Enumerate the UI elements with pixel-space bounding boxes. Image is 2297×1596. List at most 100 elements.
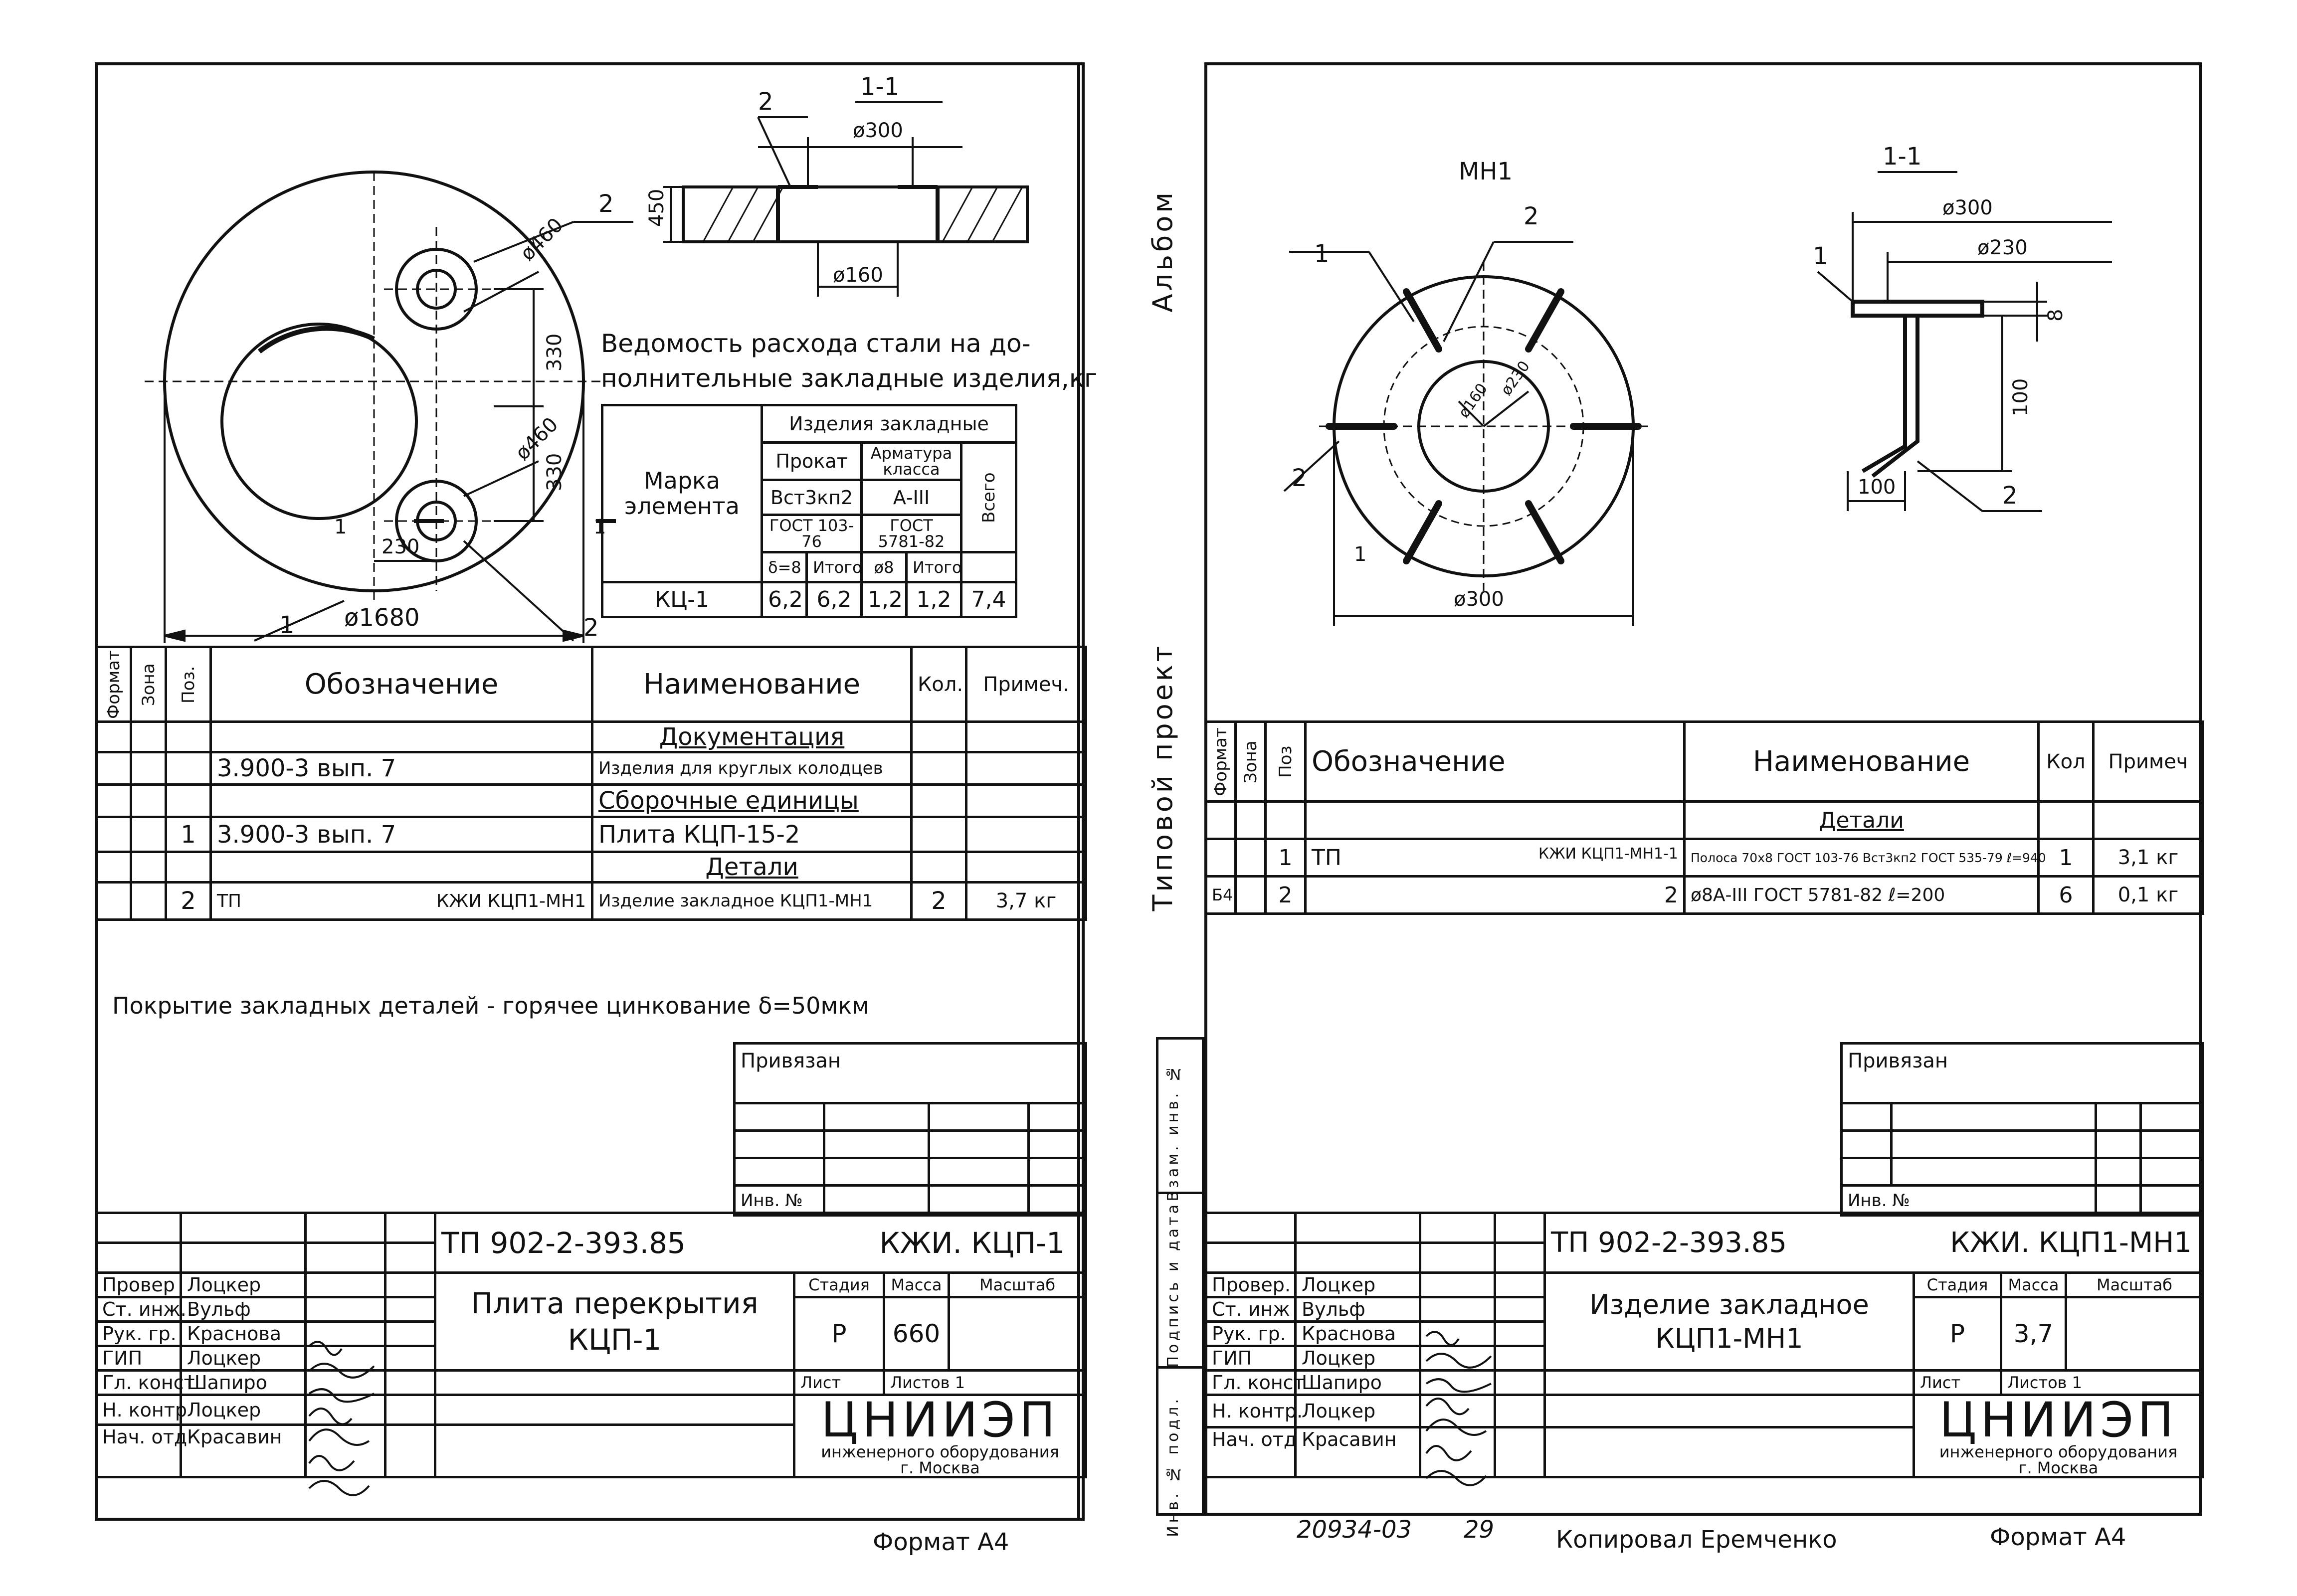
right-scale-h: Масштаб xyxy=(2065,1271,2204,1298)
left-steel-v2: 6,2 xyxy=(805,581,863,618)
left-pos2-top: 2 xyxy=(598,190,614,218)
left-name-3: Лоцкер xyxy=(180,1345,307,1372)
left-section-title: 1-1 xyxy=(860,73,899,101)
right-code: ТП 902-2-393.85 xyxy=(1551,1227,1787,1259)
right-side-album: Альбом xyxy=(1147,189,1178,313)
left-steel-h-total1: Итого xyxy=(805,551,863,583)
right-spec-h-desig: Обозначение xyxy=(1304,720,1686,803)
right-stage: Р xyxy=(1913,1296,2002,1372)
right-spec-r1-note: 3,1 кг xyxy=(2092,838,2204,878)
left-role-3: ГИП xyxy=(95,1345,182,1372)
left-role-5: Н. контр xyxy=(95,1393,187,1426)
left-spec-sec-docs: Документация xyxy=(591,720,913,753)
left-spec-h-desig: Обозначение xyxy=(209,646,593,723)
right-spec-h-qty: Кол xyxy=(2037,720,2095,803)
left-bound-block: Привязан Инв. № xyxy=(733,1042,1088,1217)
right-sheets-h: Листов 1 xyxy=(2000,1369,2204,1396)
right-pos1: 1 xyxy=(1314,240,1330,268)
right-role-2: Рук. гр. xyxy=(1204,1320,1297,1347)
left-role-0: Провер xyxy=(95,1271,182,1298)
left-steel-h-d8: δ=8 xyxy=(761,551,808,583)
left-spec-h-qty: Кол. xyxy=(910,646,967,723)
right-sec-mark: 1 xyxy=(1354,543,1366,566)
right-dim-d300: ø300 xyxy=(1942,196,1993,219)
left-steel-v3: 1,2 xyxy=(860,581,908,618)
right-name-4: Шапиро xyxy=(1294,1369,1421,1396)
left-spec-r3-desig-a: ТП xyxy=(217,890,242,911)
left-spec-table: Формат Зона Поз. Обозначение Наименовани… xyxy=(95,646,1087,921)
right-copied: Копировал Еремченко xyxy=(1556,1526,1837,1554)
left-doc: КЖИ. КЦП-1 xyxy=(879,1226,1065,1260)
left-steel-h-phi8: ø8 xyxy=(860,551,908,583)
right-spec-r1-name: Полоса 70х8 ГОСТ 103-76 Вст3кп2 ГОСТ 535… xyxy=(1683,838,2046,878)
left-dim-330a: 330 xyxy=(543,334,566,371)
left-scale-h: Масштаб xyxy=(947,1271,1088,1298)
right-spec-r2-name: ø8А-III ГОСТ 5781-82 ℓ=200 xyxy=(1683,875,2040,915)
left-sec-pos2: 2 xyxy=(758,88,773,116)
right-side-project: Типовой проект xyxy=(1147,643,1178,911)
right-spec-r2-qty: 6 xyxy=(2037,875,2095,915)
left-role-1: Ст. инж. xyxy=(95,1296,187,1323)
right-side-div1 xyxy=(1156,1192,1204,1194)
right-mass: 3,7 xyxy=(2000,1296,2067,1372)
left-spec-sec-parts: Детали xyxy=(591,851,913,884)
left-format: Формат А4 xyxy=(873,1528,1009,1556)
right-name-6: Красавин xyxy=(1294,1426,1421,1478)
right-spec-r2-format: Б4 xyxy=(1204,875,1237,915)
left-stage-h: Стадия xyxy=(793,1271,885,1298)
right-spec-sec-parts: Детали xyxy=(1683,800,2040,840)
right-bound-block: Привязан Инв. № xyxy=(1840,1042,2205,1217)
left-dim-d160: ø160 xyxy=(833,264,883,287)
left-sheet-h: Лист xyxy=(793,1369,885,1396)
left-steel-h-gost2: ГОСТ 5781-82 xyxy=(860,514,962,553)
left-steel-row-mark: КЦ-1 xyxy=(601,581,763,618)
right-sheet-h: Лист xyxy=(1913,1369,2002,1396)
left-role-6: Нач. отд xyxy=(95,1423,187,1478)
right-doc: КЖИ. КЦП1-МН1 xyxy=(1950,1227,2192,1259)
left-dim-d300: ø300 xyxy=(853,119,903,142)
left-mass-h: Масса xyxy=(883,1271,950,1298)
right-section-title: 1-1 xyxy=(1883,143,1921,171)
left-spec-h-note: Примеч. xyxy=(965,646,1087,723)
left-spec-r2-desig: 3.900-3 вып. 7 xyxy=(209,816,593,853)
left-org-3: г. Москва xyxy=(900,1458,980,1477)
right-title-1: Изделие закладное xyxy=(1589,1289,1869,1320)
right-drawing: МН1 1-1 ø300 ø230 8 100 100 1 2 ø300 ø16… xyxy=(1283,143,2112,626)
left-org: ЦНИИЭП xyxy=(821,1392,1059,1448)
left-spec-h-zone: Зона xyxy=(131,647,166,722)
left-stage: Р xyxy=(793,1296,885,1372)
right-name-1: Вульф xyxy=(1294,1296,1421,1323)
right-spec-r2-pos: 2 xyxy=(1264,875,1307,915)
left-spec-h-name: Наименование xyxy=(591,646,913,723)
right-dim-d300b: ø300 xyxy=(1454,588,1504,611)
right-role-3: ГИП xyxy=(1204,1345,1297,1372)
left-drawing: 1-1 ø300 450 ø160 2 2 2 1 ø460 ø460 330 … xyxy=(145,73,1029,643)
left-spec-r1-desig: 3.900-3 вып. 7 xyxy=(209,751,593,786)
right-inv-label: Инв. № xyxy=(1840,1184,2097,1217)
left-bound-label: Привязан xyxy=(733,1042,1088,1104)
left-spec-r3-pos: 2 xyxy=(165,881,212,921)
right-dim-8: 8 xyxy=(2044,309,2067,322)
left-steel-h-total2: Итого xyxy=(905,551,962,583)
right-spec-r1-pos: 1 xyxy=(1264,838,1307,878)
left-name-2: Краснова xyxy=(180,1320,307,1347)
right-spec-r1-desig-b: КЖИ КЦП1-МН1-1 xyxy=(1538,845,1678,863)
right-spec-h-zone: Зона xyxy=(1235,721,1266,802)
right-signatures xyxy=(1425,1331,1492,1486)
right-mass-h: Масса xyxy=(2000,1271,2067,1298)
left-dim-330b: 330 xyxy=(543,453,566,491)
right-sec-pos1: 1 xyxy=(1813,242,1828,270)
left-code: ТП 902-2-393.85 xyxy=(441,1226,686,1260)
left-steel-h-steel: Вст3кп2 xyxy=(761,479,863,516)
left-spec-r3-note: 3,7 кг xyxy=(965,881,1087,921)
left-steel-h-products: Изделия закладные xyxy=(760,404,1018,444)
left-name-5: Лоцкер xyxy=(180,1393,307,1426)
left-steel-caption-2: полнительные закладные изделия,кг xyxy=(601,364,1098,393)
left-name-6: Красавин xyxy=(180,1423,307,1478)
left-steel-h-mark2: элемента xyxy=(624,493,740,520)
left-sec-mark-l: 1 xyxy=(334,516,347,538)
left-dim-450: 450 xyxy=(645,189,668,227)
left-spec-r3-qty: 2 xyxy=(910,881,967,921)
left-sheets-h: Листов 1 xyxy=(882,1369,1088,1396)
